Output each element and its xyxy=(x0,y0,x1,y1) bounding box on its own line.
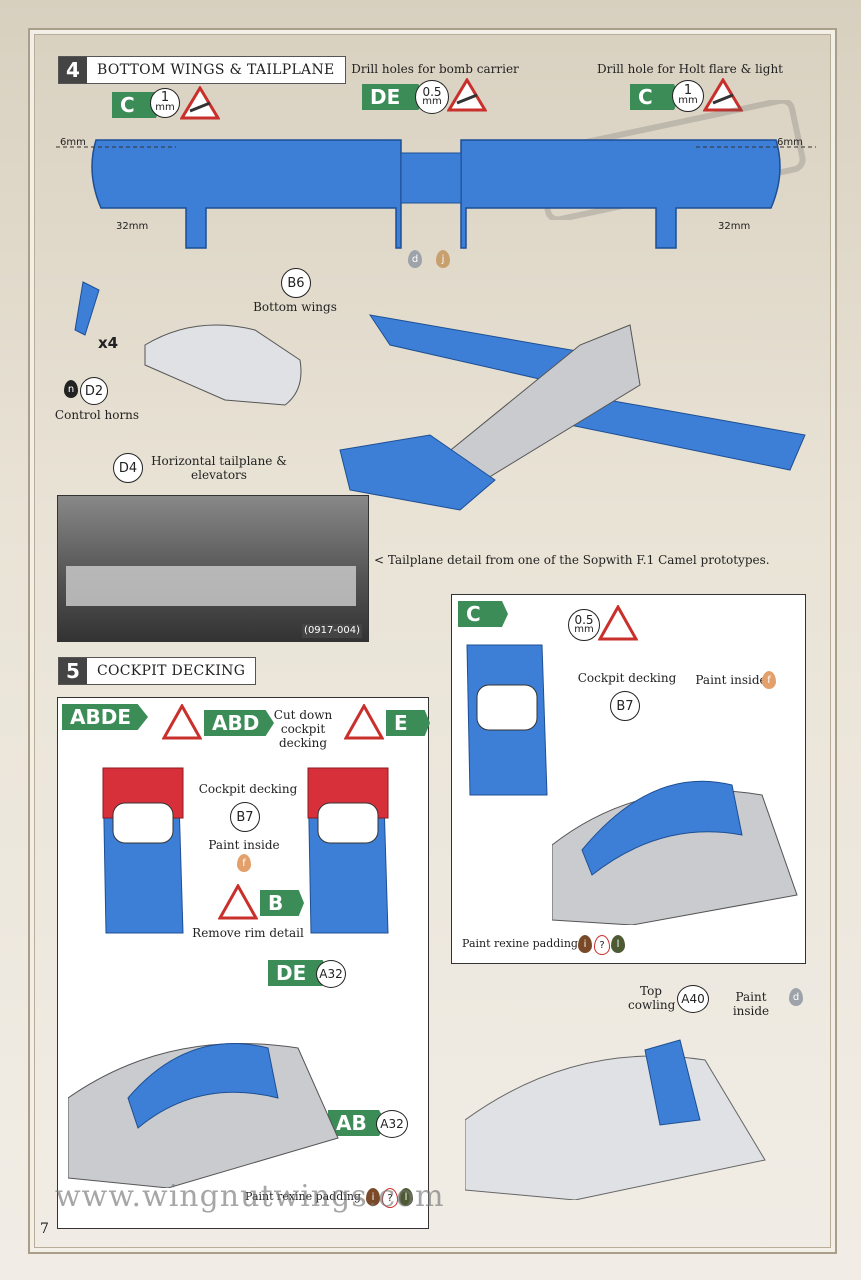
photo-tailplane-shape xyxy=(66,566,356,606)
drill-size-center: 0.5 mm xyxy=(415,80,449,114)
bottom-wings-diagram xyxy=(56,139,816,249)
quantity-x4: x4 xyxy=(98,334,119,352)
control-horn-part xyxy=(74,281,100,336)
label-paint-inside: Paint inside xyxy=(208,838,280,852)
part-a32-bottom: A32 xyxy=(376,1110,408,1138)
drill-unit-left: mm xyxy=(155,102,175,113)
cut-warning-icon xyxy=(218,884,258,920)
step-5-panel: ABDE ABD Cut down cockpit decking E Cock… xyxy=(57,697,430,1229)
drill-size-center-value: 0.5 xyxy=(422,85,442,99)
part-b7: B7 xyxy=(230,802,260,832)
cut-warning-icon xyxy=(344,704,384,740)
label-cockpit-decking: Cockpit decking xyxy=(198,782,298,796)
aircraft-assembly-illustration xyxy=(339,314,806,511)
version-tag-c-panel: C xyxy=(458,601,508,627)
dimension-6mm-right: 6mm xyxy=(777,137,803,148)
paint-drop-question-c: ? xyxy=(594,935,610,955)
note-holt-flare: Drill hole for Holt flare & light xyxy=(597,62,783,76)
drill-unit-center: mm xyxy=(422,96,442,107)
label-paint-rexine-c: Paint rexine padding xyxy=(462,937,578,950)
step-4-number: 4 xyxy=(59,57,87,83)
paint-drop-i-c: i xyxy=(578,935,592,953)
version-tag-e: E xyxy=(386,710,430,736)
paint-drop-f: f xyxy=(237,854,251,872)
label-paint-inside-c: Paint inside xyxy=(695,673,767,687)
photo-reference: (0917-004) xyxy=(302,624,362,638)
drill-size-right-value: 1 xyxy=(683,83,693,98)
note-bomb-carrier: Drill holes for bomb carrier xyxy=(351,62,519,76)
paint-drop-question: ? xyxy=(382,1188,398,1208)
page-frame xyxy=(28,28,837,1254)
cockpit-decking-part-left xyxy=(102,767,184,934)
cut-warning-icon xyxy=(162,704,202,740)
cockpit-decking-part-right xyxy=(307,767,389,934)
label-paint-rexine-left: Paint rexine padding xyxy=(245,1190,361,1203)
label-paint-inside-cowling: Paint inside xyxy=(732,990,770,1018)
drill-unit-right: mm xyxy=(678,95,698,106)
label-top-cowling: Top cowling xyxy=(628,984,676,1012)
step-4-header: 4 BOTTOM WINGS & TAILPLANE xyxy=(58,56,346,84)
part-d4: D4 xyxy=(113,453,143,483)
dimension-32mm-left: 32mm xyxy=(116,221,149,232)
version-tag-c-right: C xyxy=(630,84,680,110)
version-c-panel: C 0.5 mm Cockpit decking Paint inside f … xyxy=(451,594,806,964)
part-b7-c: B7 xyxy=(610,691,640,721)
website-watermark: www.wingnutwings.com xyxy=(55,1179,445,1214)
tailplane-part xyxy=(144,324,302,406)
drill-unit-panel: mm xyxy=(574,624,594,635)
paint-drop-j: j xyxy=(436,250,450,268)
drill-warning-icon xyxy=(180,86,220,120)
step-4-title: BOTTOM WINGS & TAILPLANE xyxy=(97,62,335,78)
label-cockpit-decking-c: Cockpit decking xyxy=(577,671,677,685)
part-b6: B6 xyxy=(281,268,311,298)
step-5-title: COCKPIT DECKING xyxy=(97,663,246,679)
label-remove-rim-detail: Remove rim detail xyxy=(192,926,304,940)
paint-drop-i: i xyxy=(366,1188,380,1206)
drill-warning-icon xyxy=(447,78,487,112)
drill-size-panel-value: 0.5 xyxy=(574,613,594,627)
step-5-number: 5 xyxy=(59,658,87,684)
drill-size-left-value: 1 xyxy=(160,90,170,105)
drill-warning-icon xyxy=(598,605,638,641)
paint-drop-f-c: f xyxy=(762,671,776,689)
prototype-photo: (0917-004) xyxy=(57,495,369,642)
note-cut-down-decking: Cut down cockpit decking xyxy=(273,708,333,750)
drill-size-left: 1 mm xyxy=(150,88,180,118)
label-control-horns: Control horns xyxy=(54,408,140,422)
paint-drop-n: n xyxy=(64,380,78,398)
photo-caption: < Tailplane detail from one of the Sopwi… xyxy=(374,553,770,567)
paint-drop-l-c: l xyxy=(611,935,625,953)
dimension-6mm-left: 6mm xyxy=(60,137,86,148)
page-number: 7 xyxy=(40,1221,49,1237)
paint-drop-d: d xyxy=(408,250,422,268)
cowling-assembly-illustration xyxy=(465,1039,766,1200)
label-bottom-wings: Bottom wings xyxy=(253,300,337,314)
dimension-32mm-right: 32mm xyxy=(718,221,751,232)
part-a40: A40 xyxy=(677,985,709,1013)
cockpit-decking-part-c xyxy=(466,644,548,796)
paint-drop-d-cowling: d xyxy=(789,988,803,1006)
label-horizontal-tailplane: Horizontal tailplane & elevators xyxy=(151,454,287,482)
paint-drop-l: l xyxy=(399,1188,413,1206)
cockpit-assembly-illustration-left xyxy=(68,1043,339,1188)
version-tag-abde: ABDE xyxy=(62,704,148,730)
part-d2: D2 xyxy=(80,377,108,405)
drill-size-panel: 0.5 mm xyxy=(568,609,600,641)
drill-warning-icon xyxy=(703,78,743,112)
part-a32-top: A32 xyxy=(316,960,346,988)
step-5-header: 5 COCKPIT DECKING xyxy=(58,657,257,685)
drill-size-right: 1 mm xyxy=(672,80,704,112)
version-tag-abd: ABD xyxy=(204,710,274,736)
cockpit-assembly-illustration-c xyxy=(552,780,798,925)
version-tag-b: B xyxy=(260,890,304,916)
